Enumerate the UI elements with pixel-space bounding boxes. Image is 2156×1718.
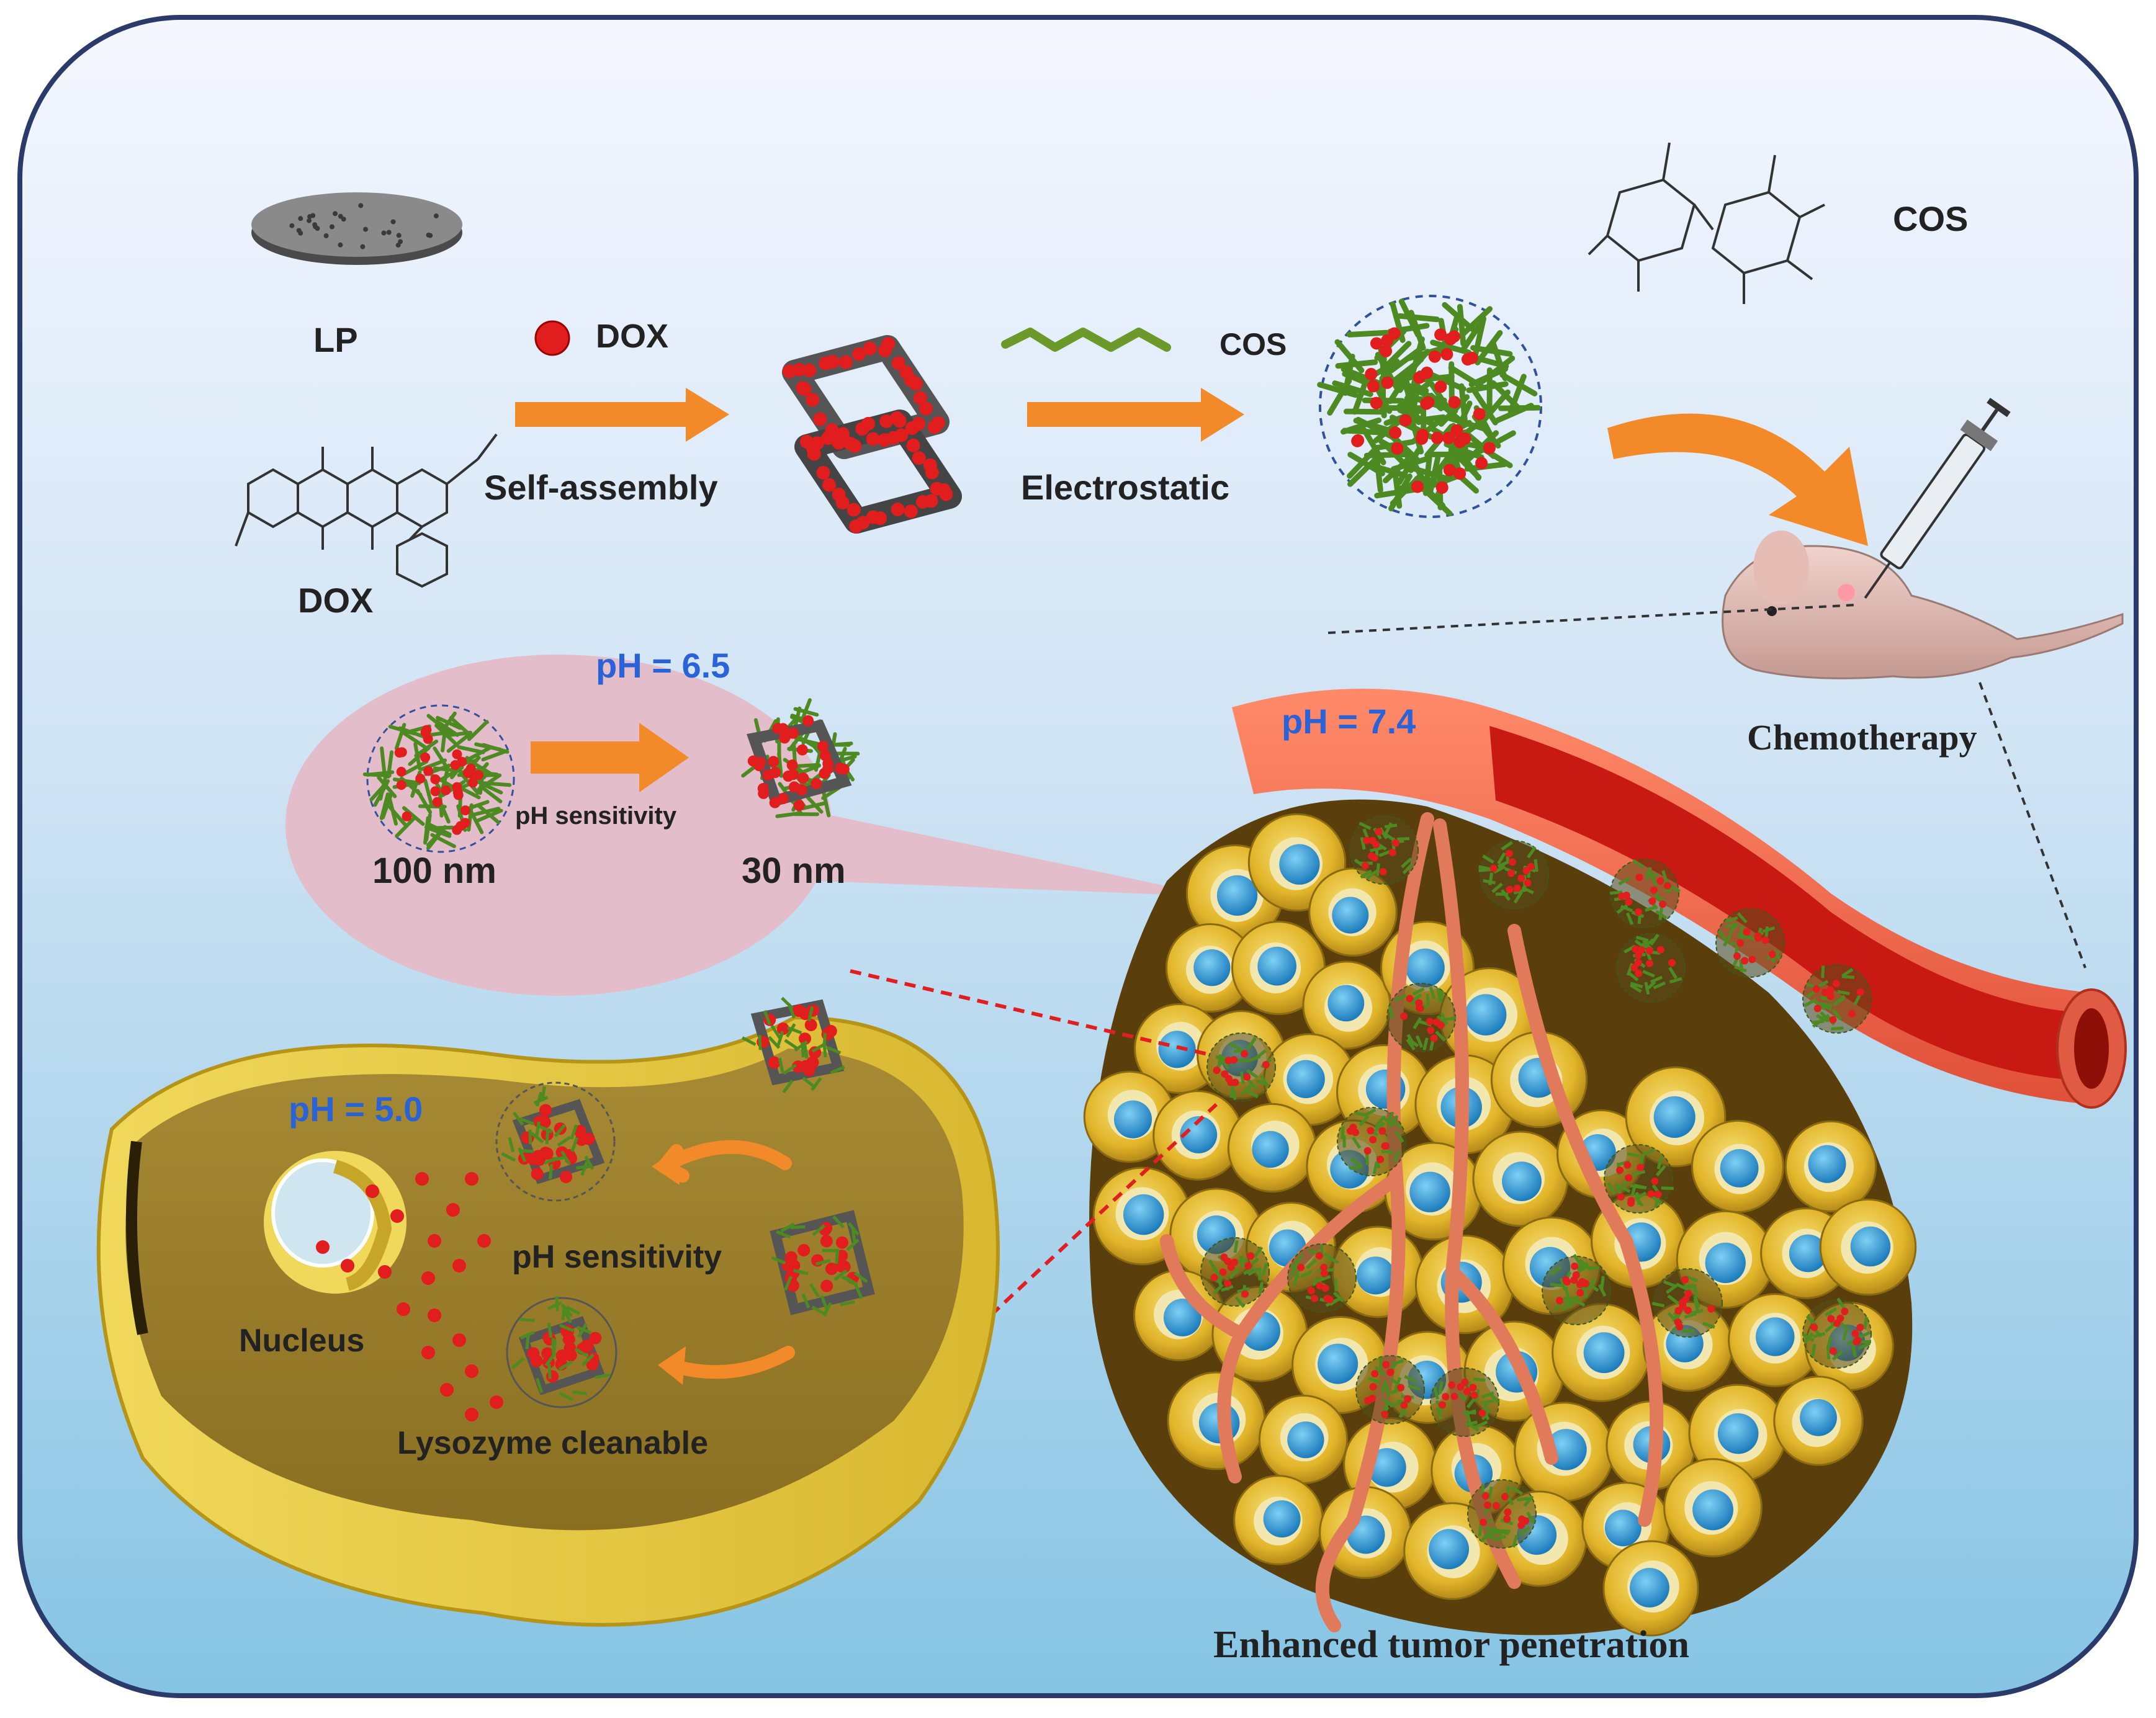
chemotherapy-label: Chemotherapy xyxy=(1747,717,1977,758)
nucleus-label: Nucleus xyxy=(239,1323,365,1359)
cancer-cell-cutaway xyxy=(96,996,1000,1627)
cos-coated-nanoparticle xyxy=(1317,295,1542,518)
projection-line-right xyxy=(1979,682,2086,969)
size-100nm-label: 100 nm xyxy=(372,851,496,891)
tumor-mass xyxy=(1083,799,1917,1637)
size-30nm-label: 30 nm xyxy=(742,851,846,891)
projection-line-upper xyxy=(1327,604,1856,634)
cos-chain-icon xyxy=(1001,328,1171,352)
lysozyme-cleanable-label: Lysozyme cleanable xyxy=(397,1425,708,1461)
ph-sensitivity-cell-label: pH sensitivity xyxy=(512,1239,722,1275)
dox-molecule-label: DOX xyxy=(298,581,374,620)
dox-molecule-structure xyxy=(235,433,498,588)
curved-delivery-arrow xyxy=(1607,413,1868,546)
electrostatic-arrow xyxy=(1027,388,1244,442)
ph-sensitivity-bubble-label: pH sensitivity xyxy=(515,802,677,830)
dox-legend-label: DOX xyxy=(596,318,669,355)
zoom-line-upper xyxy=(850,969,1211,1057)
cos-label: COS xyxy=(1219,327,1287,362)
cos-molecule-structure xyxy=(1588,142,1825,304)
ph-6-5-label: pH = 6.5 xyxy=(596,646,730,685)
mouse-with-syringe xyxy=(1722,398,2124,679)
ph-sensitivity-arrow xyxy=(531,723,689,792)
lp-sheet-icon xyxy=(251,192,462,265)
dox-dot-icon xyxy=(534,320,570,356)
ph-zoom-bubble xyxy=(285,655,1216,996)
self-assembly-label: Self-assembly xyxy=(484,468,718,507)
self-assembly-arrow xyxy=(515,388,729,442)
lp-label: LP xyxy=(313,320,358,359)
tumor-penetration-label: Enhanced tumor penetration xyxy=(1213,1624,1690,1666)
nanoparticle-100nm xyxy=(362,704,515,853)
nanoparticle-30nm xyxy=(741,698,860,818)
ph-5-0-label: pH = 5.0 xyxy=(289,1089,423,1129)
ph-7-4-label: pH = 7.4 xyxy=(1282,702,1416,741)
electrostatic-label: Electrostatic xyxy=(1021,468,1230,507)
cos-molecule-label: COS xyxy=(1893,199,1969,238)
lp-dox-framework-icon xyxy=(782,335,962,534)
